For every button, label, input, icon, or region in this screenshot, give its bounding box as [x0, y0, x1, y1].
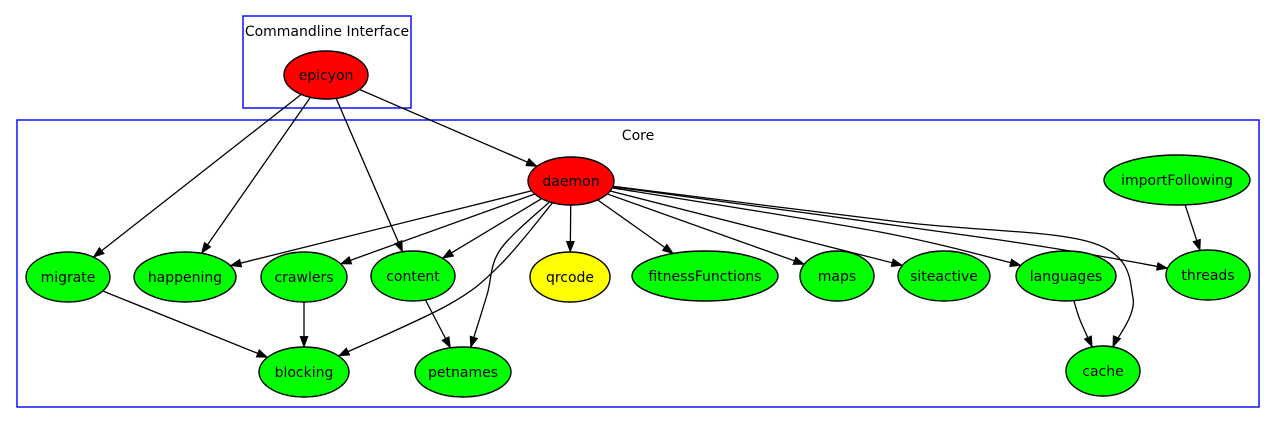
edge-importFollowing-threads: [1184, 204, 1201, 252]
edge-daemon-fitnessFunctions: [597, 199, 675, 255]
node-qrcode-ellipse: [529, 251, 611, 303]
node-daemon-ellipse: [527, 156, 615, 206]
node-maps-label: maps: [818, 269, 856, 285]
node-crawlers-ellipse: [260, 251, 348, 303]
node-languages: languages: [1015, 250, 1117, 302]
node-threads-ellipse: [1165, 249, 1251, 301]
node-languages-label: languages: [1030, 269, 1102, 285]
node-importFollowing-ellipse: [1103, 154, 1251, 206]
edge-daemon-threads: [612, 186, 1169, 271]
edge-daemon-petnames: [469, 201, 551, 349]
node-siteactive-label: siteactive: [910, 269, 978, 285]
node-petnames-ellipse: [414, 346, 512, 398]
node-maps: maps: [799, 250, 875, 302]
edge-daemon-maps: [607, 193, 806, 265]
node-importFollowing-label: importFollowing: [1121, 173, 1233, 189]
node-petnames: petnames: [414, 346, 512, 398]
node-petnames-label: petnames: [428, 365, 498, 381]
cluster-core-label: Core: [622, 128, 654, 144]
node-crawlers: crawlers: [260, 251, 348, 303]
edge-daemon-blocking: [337, 202, 554, 357]
node-fitnessFunctions-ellipse: [631, 250, 779, 302]
cluster-commandline-label: Commandline Interface: [245, 24, 409, 40]
node-qrcode: qrcode: [529, 251, 611, 303]
node-cache-ellipse: [1065, 345, 1141, 397]
edge-epicyon-happening: [200, 96, 311, 255]
edge-daemon-languages: [612, 187, 1022, 268]
node-happening-label: happening: [148, 270, 222, 286]
node-epicyon-label: epicyon: [299, 68, 354, 84]
node-happening-ellipse: [133, 251, 237, 303]
edge-daemon-crawlers: [339, 193, 536, 265]
node-daemon-label: daemon: [542, 174, 599, 190]
node-daemon: daemon: [527, 156, 615, 206]
node-crawlers-label: crawlers: [274, 270, 333, 286]
edge-content-petnames: [424, 299, 452, 349]
node-cache: cache: [1065, 345, 1141, 397]
node-blocking-ellipse: [258, 346, 350, 398]
edge-epicyon-migrate: [92, 93, 302, 258]
node-languages-ellipse: [1015, 250, 1117, 302]
node-fitnessFunctions-label: fitnessFunctions: [648, 269, 761, 285]
edge-migrate-blocking: [102, 290, 269, 358]
node-migrate-label: migrate: [41, 270, 96, 286]
node-fitnessFunctions: fitnessFunctions: [631, 250, 779, 302]
node-epicyon-ellipse: [283, 50, 369, 100]
node-migrate-ellipse: [25, 251, 111, 303]
cluster-commandline-box: [242, 15, 412, 109]
node-maps-ellipse: [799, 250, 875, 302]
node-threads-label: threads: [1181, 268, 1234, 284]
node-qrcode-label: qrcode: [546, 270, 594, 286]
edge-epicyon-daemon: [359, 88, 538, 167]
node-migrate: migrate: [25, 251, 111, 303]
node-siteactive-ellipse: [897, 250, 991, 302]
node-content-label: content: [386, 269, 440, 285]
node-threads: threads: [1165, 249, 1251, 301]
node-blocking-label: blocking: [275, 365, 334, 381]
node-cache-label: cache: [1082, 364, 1123, 380]
edge-languages-cache: [1073, 300, 1093, 348]
cluster-core-box: [16, 119, 1260, 408]
node-siteactive: siteactive: [897, 250, 991, 302]
node-happening: happening: [133, 251, 237, 303]
edge-daemon-cache: [612, 185, 1134, 348]
edge-daemon-content: [441, 198, 543, 259]
node-blocking: blocking: [258, 346, 350, 398]
node-importFollowing: importFollowing: [1103, 154, 1251, 206]
edge-daemon-happening: [229, 190, 532, 268]
node-content: content: [370, 250, 456, 302]
edge-epicyon-content: [335, 98, 404, 253]
node-content-ellipse: [370, 250, 456, 302]
node-epicyon: epicyon: [283, 50, 369, 100]
